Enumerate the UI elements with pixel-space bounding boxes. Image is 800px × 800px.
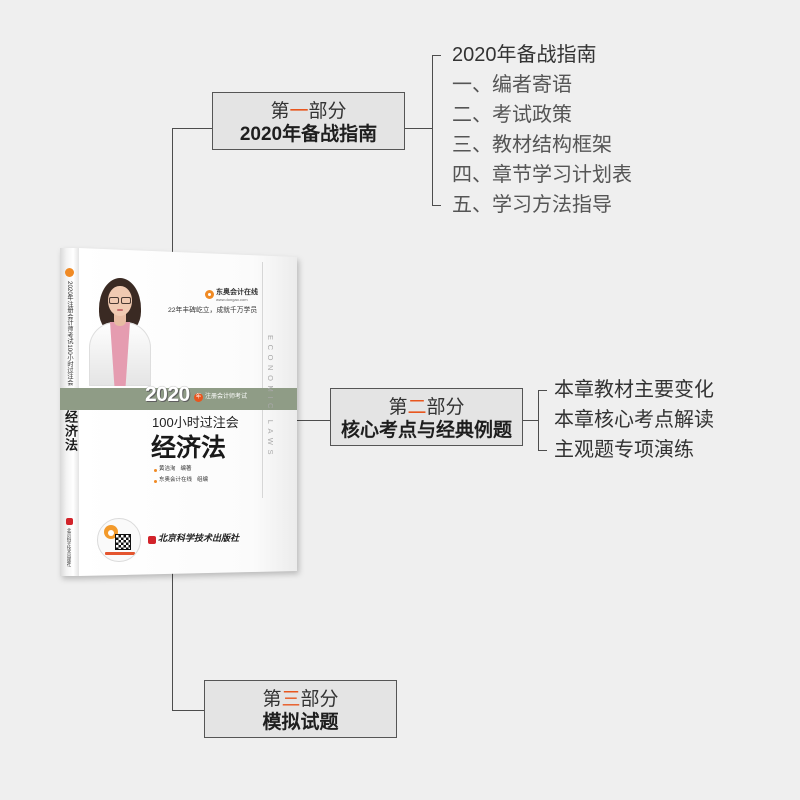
cover-title: 经济法 [151, 433, 227, 462]
author-photo [88, 276, 152, 386]
bracket2-top-tick [538, 390, 547, 391]
part-1-topic: 三、教材结构框架 [452, 134, 612, 156]
part-2-topic: 主观题专项演练 [554, 439, 694, 461]
connector-part1 [172, 128, 212, 129]
part-1-number: 一 [289, 101, 309, 122]
brand-name: 东奥会计在线 [216, 289, 258, 296]
cover-title-english: ECONOMIC LAWS [266, 335, 275, 460]
bracket2-vertical [538, 390, 539, 451]
cover-author: 黄洁洵编著 [159, 466, 192, 472]
bracket1-top-tick [432, 55, 441, 56]
part-2-number: 二 [407, 397, 427, 418]
spine-series-text: 2020年注册会计师考试100小时过注会 [66, 281, 73, 386]
connector-part1-bracket [405, 128, 432, 129]
bullet-icon [154, 469, 157, 472]
cover-editor: 东奥会计在线组编 [159, 477, 209, 483]
cover-exam-name: 注册会计师考试 [205, 394, 248, 400]
bullet-icon [154, 480, 157, 483]
bracket1-bottom-tick [432, 205, 441, 206]
cover-year-unit: 年 [195, 394, 202, 400]
cover-band [79, 388, 297, 410]
part-1-topic: 五、学习方法指导 [452, 194, 612, 216]
spine-title: 经济法 [62, 410, 77, 452]
cover-slogan: 22年丰碑屹立，成就千万学员 [168, 307, 258, 314]
mascot-icon [104, 525, 118, 539]
part-1-topic: 四、章节学习计划表 [452, 164, 632, 186]
part-1-topic: 二、考试政策 [452, 104, 572, 126]
spine-publisher: 北京科学技术出版社 [67, 528, 72, 567]
bracket1-vertical [432, 55, 433, 206]
part-2-topic: 本章教材主要变化 [554, 379, 714, 401]
part-1-title: 2020年备战指南 [239, 124, 378, 145]
book-cover: 2020年注册会计师考试100小时过注会 经济法 北京科学技术出版社 东奥会计在… [60, 248, 297, 576]
bracket2-bottom-tick [538, 450, 547, 451]
publisher-logo-icon [148, 536, 156, 544]
spine-brand-logo-icon [65, 268, 74, 277]
connector-part3 [172, 710, 204, 711]
book-spine: 2020年注册会计师考试100小时过注会 经济法 北京科学技术出版社 [60, 248, 79, 576]
part-3-box: 第三部分 模拟试题 [204, 680, 397, 738]
qr-code-icon [115, 534, 131, 550]
connector-part2 [296, 420, 330, 421]
brand-url: www.dongao.com [216, 297, 248, 302]
cover-series: 100小时过注会 [152, 415, 239, 430]
part-1-topic: 2020年备战指南 [452, 44, 597, 66]
part-2-title: 核心考点与经典例题 [340, 420, 512, 441]
cover-publisher: 北京科学技术出版社 [158, 534, 240, 544]
part-3-label: 第三部分 [262, 689, 339, 710]
connector-part2-bracket [523, 420, 538, 421]
cover-year: 2020 [145, 383, 190, 406]
part-1-label: 第一部分 [270, 101, 347, 122]
book-front-cover: 东奥会计在线 www.dongao.com 22年丰碑屹立，成就千万学员 ECO… [79, 248, 297, 576]
part-2-label: 第二部分 [388, 397, 465, 418]
part-3-number: 三 [281, 689, 301, 710]
qr-sticker [97, 518, 141, 562]
cover-divider [262, 262, 263, 498]
part-1-box: 第一部分 2020年备战指南 [212, 92, 405, 150]
brand-logo-icon [205, 290, 214, 299]
spine-band [60, 388, 79, 410]
part-2-box: 第二部分 核心考点与经典例题 [330, 388, 523, 446]
spine-publisher-logo-icon [66, 518, 73, 525]
part-2-topic: 本章核心考点解读 [554, 409, 714, 431]
part-1-topic: 一、编者寄语 [452, 74, 572, 96]
part-3-title: 模拟试题 [262, 712, 339, 733]
